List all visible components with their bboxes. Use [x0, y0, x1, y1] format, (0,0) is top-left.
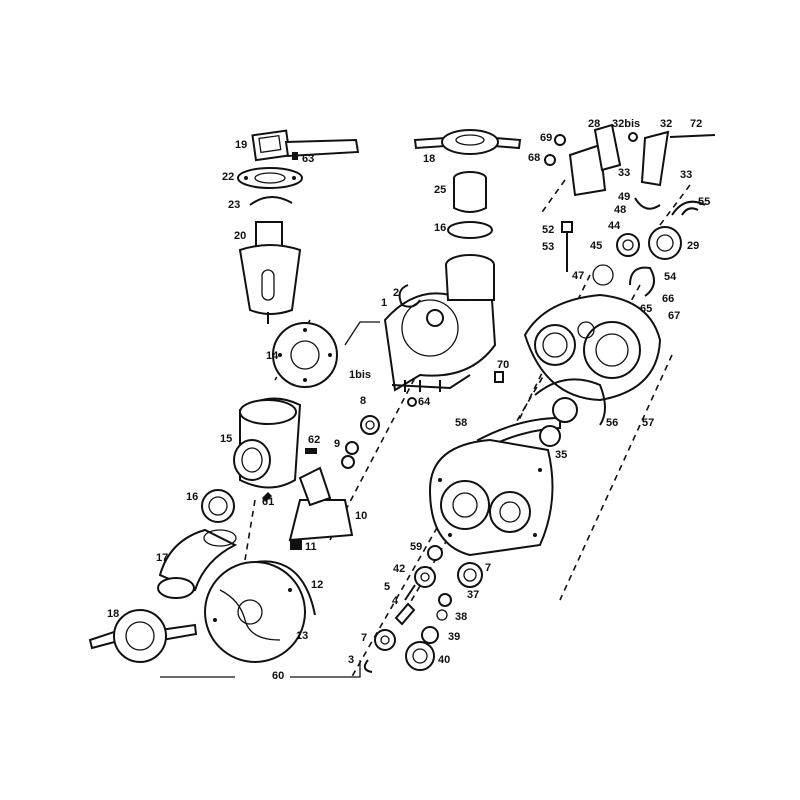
part-17-pipe — [157, 528, 238, 599]
label-56: 56 — [606, 417, 618, 429]
part-16-ring-left — [201, 489, 235, 523]
part-10-bracket — [288, 466, 354, 550]
part-70-pin — [494, 371, 504, 383]
label-13: 13 — [296, 630, 308, 642]
part-28-shaft — [544, 123, 622, 197]
label-10: 10 — [355, 510, 367, 522]
part-49-circlip — [634, 197, 661, 210]
label-35: 35 — [555, 449, 567, 461]
label-29: 29 — [687, 240, 699, 252]
label-72: 72 — [690, 118, 702, 130]
label-14: 14 — [266, 350, 279, 362]
part-45-bearing — [616, 233, 640, 257]
callout-labels: 19 63 22 23 20 14 1bis 8 64 15 62 9 16 6… — [107, 118, 710, 682]
label-1: 1 — [381, 297, 387, 309]
label-60: 60 — [272, 670, 284, 682]
part-54-circlip — [629, 266, 655, 297]
small-parts-left — [262, 397, 417, 502]
part-12-13-discs — [204, 560, 316, 663]
label-1bis: 1bis — [349, 369, 371, 381]
label-32bis: 32bis — [612, 118, 640, 130]
part-29-bearing — [648, 226, 682, 260]
label-11: 11 — [305, 541, 317, 553]
label-23: 23 — [228, 199, 240, 211]
label-20: 20 — [234, 230, 246, 242]
label-57: 57 — [642, 417, 654, 429]
label-9: 9 — [334, 438, 340, 450]
part-52-53-bolt — [561, 221, 573, 272]
part-20-sleeve — [238, 221, 302, 324]
label-67: 67 — [668, 310, 680, 322]
label-16-upper: 16 — [434, 222, 446, 234]
label-28: 28 — [588, 118, 600, 130]
label-53: 53 — [542, 241, 554, 253]
part-35-ring — [539, 425, 561, 447]
label-58: 58 — [455, 417, 467, 429]
label-45: 45 — [590, 240, 602, 252]
part-23-ring — [249, 196, 293, 206]
label-22: 22 — [222, 171, 234, 183]
part-32-shaft — [628, 130, 716, 187]
label-55: 55 — [698, 196, 710, 208]
label-12: 12 — [311, 579, 323, 591]
part-19-handle — [251, 129, 360, 162]
label-44: 44 — [608, 220, 621, 232]
label-32: 32 — [660, 118, 672, 130]
label-48: 48 — [614, 204, 626, 216]
label-18-lower: 18 — [107, 608, 119, 620]
right-bearing-stack — [405, 562, 483, 671]
part-56-rear-cover — [523, 293, 662, 426]
part-55-circlip — [671, 200, 706, 216]
label-25: 25 — [434, 184, 446, 196]
label-33-b: 33 — [680, 169, 692, 181]
label-37: 37 — [467, 589, 479, 601]
part-14-gasket — [272, 322, 338, 388]
label-66: 66 — [662, 293, 674, 305]
label-63: 63 — [302, 153, 314, 165]
part-18-cap-upper — [413, 129, 522, 155]
label-33-a: 33 — [618, 167, 630, 179]
label-49: 49 — [618, 191, 630, 203]
part-18-cap-lower — [88, 609, 198, 663]
part-main-gear-housing — [428, 438, 554, 557]
label-16-left: 16 — [186, 491, 198, 503]
part-22-flange — [237, 167, 303, 189]
label-68: 68 — [528, 152, 540, 164]
label-4: 4 — [392, 595, 399, 607]
label-38: 38 — [455, 611, 467, 623]
part-25-bushing — [453, 171, 487, 213]
label-15: 15 — [220, 433, 232, 445]
label-18-upper: 18 — [423, 153, 435, 165]
label-70: 70 — [497, 359, 509, 371]
label-2: 2 — [393, 287, 399, 299]
label-5: 5 — [384, 581, 390, 593]
part-2-clip — [398, 284, 421, 308]
label-59: 59 — [410, 541, 422, 553]
label-19: 19 — [235, 139, 247, 151]
label-54: 54 — [664, 271, 677, 283]
label-40: 40 — [438, 654, 450, 666]
label-39: 39 — [448, 631, 460, 643]
label-64: 64 — [418, 396, 431, 408]
label-61: 61 — [262, 496, 274, 508]
part-16-ring-upper — [447, 221, 493, 239]
label-47: 47 — [572, 270, 584, 282]
label-7-lower: 7 — [361, 632, 367, 644]
label-7-right: 7 — [485, 562, 491, 574]
label-65: 65 — [640, 303, 652, 315]
part-1-pump-body — [383, 254, 497, 392]
lower-shaft-stack — [363, 545, 443, 673]
label-42: 42 — [393, 563, 405, 575]
label-3: 3 — [348, 654, 354, 666]
label-17: 17 — [156, 552, 168, 564]
label-52: 52 — [542, 224, 554, 236]
label-69: 69 — [540, 132, 552, 144]
part-47-circlip — [592, 264, 614, 286]
part-15-housing — [233, 397, 302, 489]
label-8: 8 — [360, 395, 366, 407]
label-62: 62 — [308, 434, 320, 446]
